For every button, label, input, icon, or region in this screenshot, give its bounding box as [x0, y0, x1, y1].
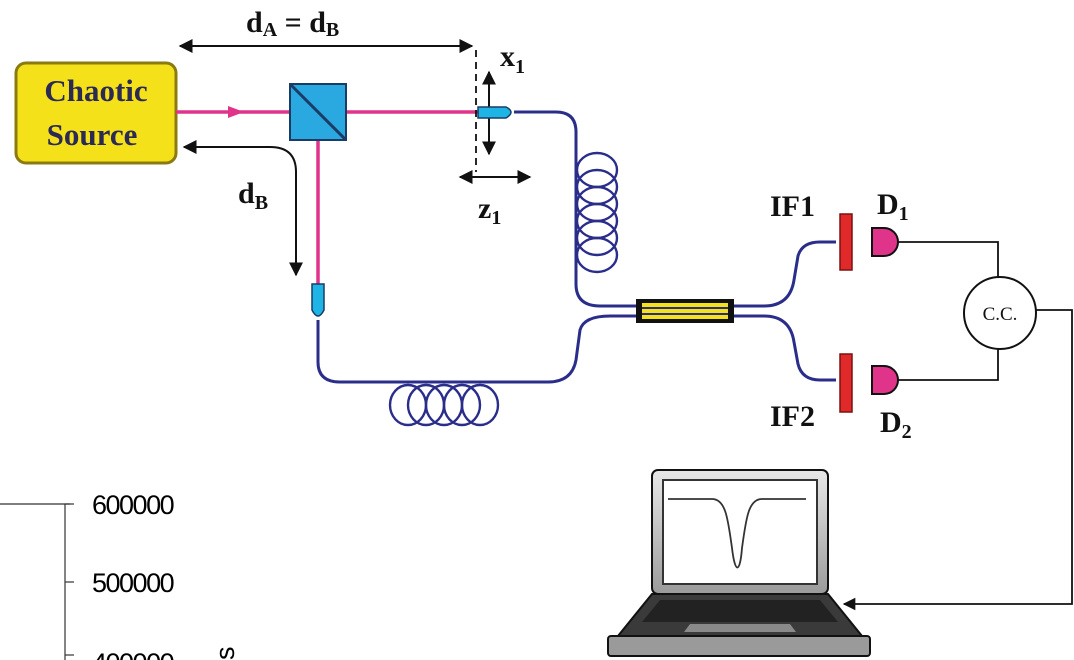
- chaotic-source-box: Chaotic Source: [14, 61, 178, 165]
- coincidence-counter-label: C.C.: [983, 304, 1018, 325]
- detector-label-d2: D2: [880, 406, 912, 443]
- signal-wires: [842, 241, 1073, 611]
- detector-1: [871, 227, 899, 257]
- fiber-coupler-tip-b: [311, 283, 325, 317]
- fiber-beam-coupler: [636, 299, 734, 323]
- axis-fragment-label: s: [210, 647, 240, 660]
- interference-filter-2: [839, 353, 853, 413]
- distance-label-db: dB: [238, 177, 268, 214]
- laptop-computer: [607, 469, 871, 657]
- hom-dip-trace: [668, 498, 806, 569]
- z1-label: z1: [478, 192, 501, 229]
- detector-label-d1: D1: [877, 188, 909, 225]
- distance-label-equal: dA = dB: [246, 6, 339, 41]
- filter-label-if2: IF2: [770, 400, 815, 433]
- beam-direction-arrow: [228, 106, 244, 118]
- fiber-coil-upper: [575, 151, 619, 274]
- tick-label-400000: 400000: [92, 648, 174, 660]
- x1-label: x1: [500, 40, 525, 78]
- return-path-arrow: [182, 140, 303, 277]
- source-label-line2: Source: [47, 117, 138, 152]
- optical-fibers: [316, 110, 836, 384]
- fiber-coupler-tip-a: [477, 106, 512, 119]
- source-label-line1: Chaotic: [44, 73, 147, 108]
- fiber-coil-lower: [388, 383, 500, 427]
- detector-2: [871, 365, 899, 395]
- tick-label-500000: 500000: [92, 568, 174, 598]
- background-plot-axis: 600000 500000 400000 s: [0, 490, 240, 660]
- filter-label-if1: IF1: [770, 190, 815, 223]
- tick-label-600000: 600000: [92, 490, 174, 520]
- coincidence-counter: C.C.: [963, 276, 1037, 350]
- interference-filter-1: [839, 213, 853, 271]
- beam-splitter: [288, 82, 348, 142]
